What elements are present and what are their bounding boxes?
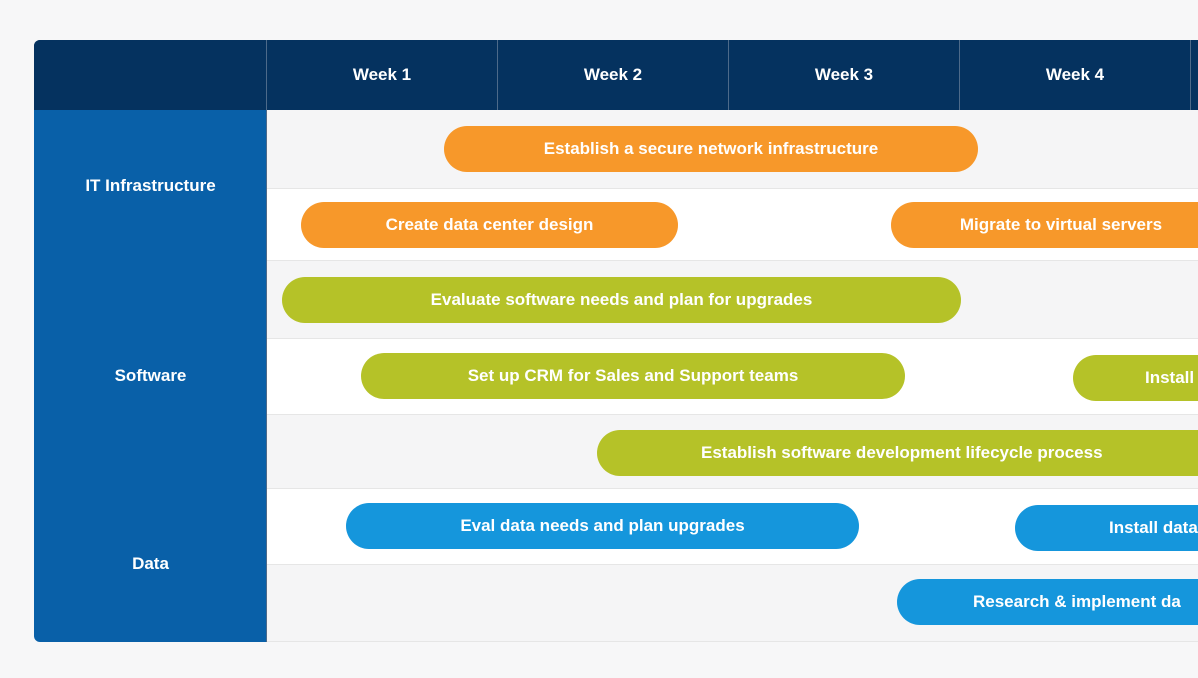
week-1-header: Week 1 — [267, 40, 498, 110]
task-install-data[interactable]: Install data — [1015, 505, 1198, 551]
week-2-header: Week 2 — [498, 40, 729, 110]
task-install-software[interactable]: Install — [1073, 355, 1198, 401]
task-evaluate-software[interactable]: Evaluate software needs and plan for upg… — [282, 277, 961, 323]
group-label-software: Software — [114, 366, 187, 385]
group-sidebar: IT Infrastructure Software Data — [34, 110, 267, 642]
timeline-header: Week 1 Week 2 Week 3 Week 4 — [34, 40, 1198, 110]
group-label-data: Data — [132, 554, 169, 573]
week-4-header: Week 4 — [960, 40, 1191, 110]
task-crm-setup[interactable]: Set up CRM for Sales and Support teams — [361, 353, 905, 399]
task-migrate-virtual-servers[interactable]: Migrate to virtual servers — [891, 202, 1198, 248]
group-label-it-infrastructure: IT Infrastructure — [85, 176, 216, 195]
task-secure-network[interactable]: Establish a secure network infrastructur… — [444, 126, 978, 172]
roadmap-board: Week 1 Week 2 Week 3 Week 4 IT Infrastru… — [34, 40, 1198, 642]
task-data-center-design[interactable]: Create data center design — [301, 202, 678, 248]
task-sdlc-process[interactable]: Establish software development lifecycle… — [597, 430, 1198, 476]
task-eval-data[interactable]: Eval data needs and plan upgrades — [346, 503, 859, 549]
week-3-header: Week 3 — [729, 40, 960, 110]
task-research-data[interactable]: Research & implement da — [897, 579, 1198, 625]
header-corner-cell — [34, 40, 267, 110]
